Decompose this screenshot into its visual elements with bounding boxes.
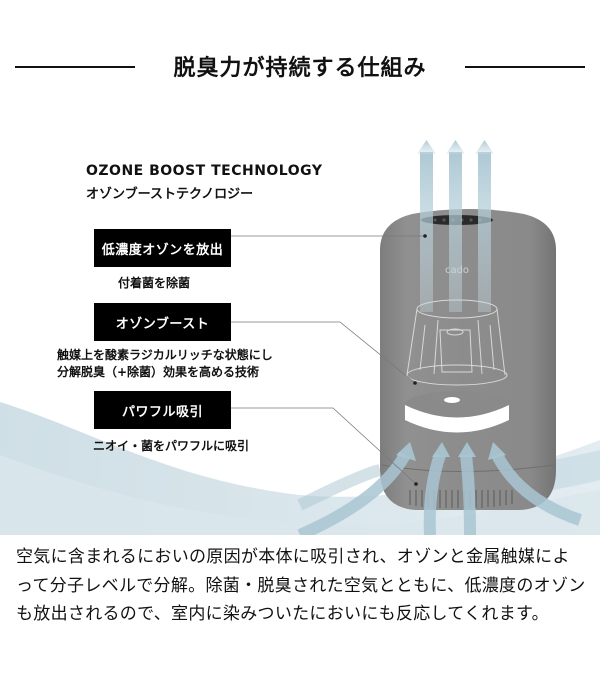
technology-name-ja: オゾンブーストテクノロジー	[86, 187, 254, 202]
intake-arrows	[297, 451, 582, 535]
heading-rule-right	[465, 66, 585, 68]
feature-desc-ozone-boost-line2: 分解脱臭（+除菌）効果を高める技術	[57, 365, 260, 379]
feature-label-powerful-suction: パワフル吸引	[94, 391, 231, 429]
air-purifier-diagram: cado	[0, 140, 600, 535]
feature-desc-ozone-release: 付着菌を除菌	[118, 276, 191, 290]
page-title: 脱臭力が持続する仕組み	[173, 56, 427, 81]
technology-name-en: OZONE BOOST TECHNOLOGY	[86, 163, 323, 179]
feature-label-ozone-boost: オゾンブースト	[94, 303, 231, 341]
section-heading: 脱臭力が持続する仕組み	[0, 50, 600, 86]
feature-desc-ozone-boost-line1: 触媒上を酸素ラジカルリッチな状態にし	[57, 348, 273, 362]
exhaust-arrows	[417, 140, 494, 312]
heading-rule-left	[15, 66, 135, 68]
callout-lines	[231, 235, 425, 485]
description-paragraph: 空気に含まれるにおいの原因が本体に吸引され、オゾンと金属触媒によって分子レベルで…	[16, 547, 586, 624]
feature-label-ozone-release: 低濃度オゾンを放出	[94, 229, 231, 267]
product-illustration: cado	[0, 120, 600, 535]
feature-desc-powerful-suction: ニオイ・菌をパワフルに吸引	[93, 439, 250, 453]
